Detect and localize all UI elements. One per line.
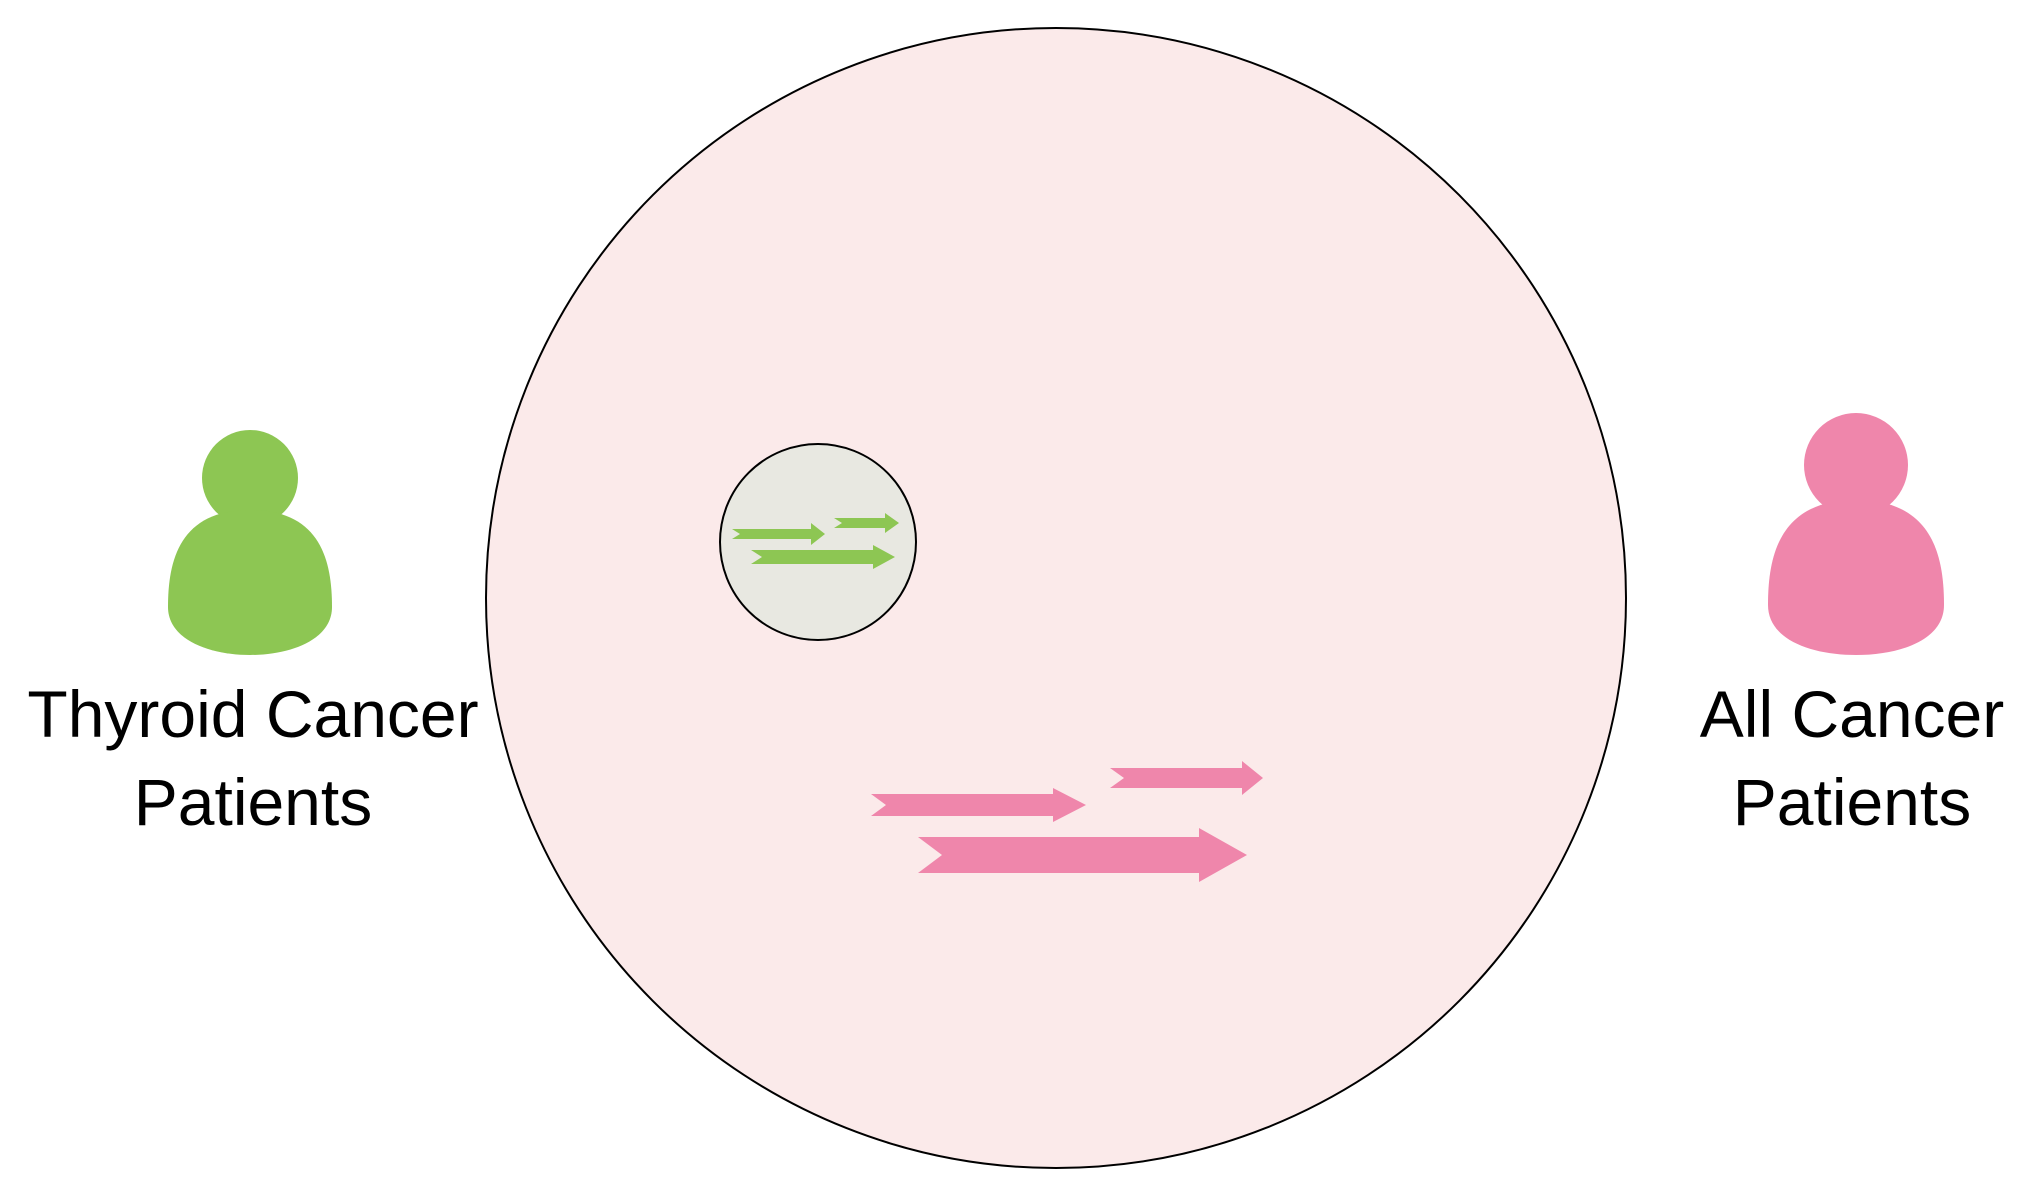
person-icon [1768, 413, 1944, 655]
thyroid-label-line2: Patients [133, 765, 373, 839]
all-cancer-label-line2: Patients [1732, 765, 1972, 839]
thyroid-arrows-group [732, 513, 899, 569]
thyroid-label-line1: Thyroid Cancer [27, 677, 479, 751]
thyroid-cancer-patients-label: Thyroid Cancer Patients [3, 670, 503, 846]
thyroid-cancer-subpopulation-circle [719, 443, 917, 641]
all-cancer-population-circle [485, 27, 1627, 1169]
all-cancer-arrow-3 [918, 828, 1247, 882]
all-cancer-patients-label: All Cancer Patients [1602, 670, 2028, 846]
all-cancer-arrow-1 [871, 788, 1086, 822]
all-cancer-arrow-2 [1110, 761, 1263, 795]
thyroid-arrow-1 [732, 523, 825, 545]
thyroid-arrow-3 [751, 545, 895, 569]
person-icon [168, 430, 332, 655]
all-cancer-arrows-group [871, 761, 1263, 882]
all-cancer-label-line1: All Cancer [1699, 677, 2005, 751]
thyroid-arrow-2 [834, 513, 899, 533]
